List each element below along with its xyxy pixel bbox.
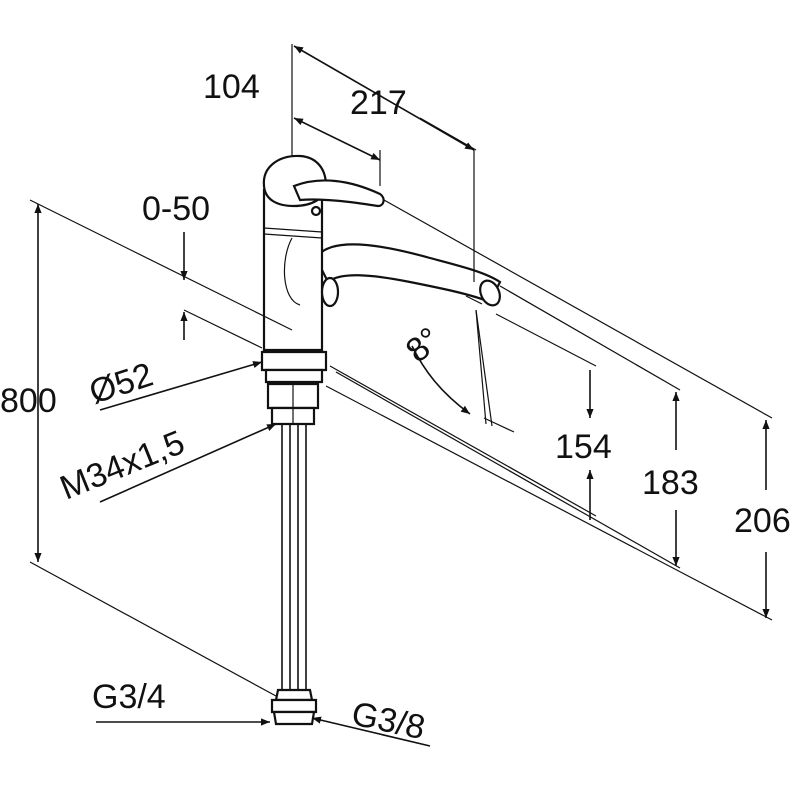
dim-label-217: 217	[350, 84, 407, 122]
dimension-lines	[29, 44, 773, 747]
supply-hoses	[281, 424, 307, 690]
dim-label-lever-travel: 0-50	[142, 190, 210, 228]
dim-label-104: 104	[203, 68, 260, 106]
base-ring	[260, 350, 328, 372]
dim-label-diameter: Ø52	[85, 356, 158, 412]
spout-outlet	[479, 279, 501, 307]
dim-label-800: 800	[0, 382, 57, 420]
dim-label-154: 154	[555, 428, 612, 466]
dim-label-g34: G3/4	[92, 678, 166, 716]
side-knob	[320, 276, 340, 308]
spout	[314, 243, 502, 304]
dim-label-angle: 8°	[399, 320, 448, 370]
hose-fitting	[274, 688, 314, 702]
dim-label-183: 183	[642, 464, 699, 502]
faucet-illustration	[260, 154, 502, 726]
dim-label-206: 206	[734, 502, 791, 540]
dim-label-g38: G3/8	[348, 695, 428, 747]
lever-handle	[292, 179, 385, 208]
dim-label-thread: M34x1,5	[55, 423, 190, 507]
